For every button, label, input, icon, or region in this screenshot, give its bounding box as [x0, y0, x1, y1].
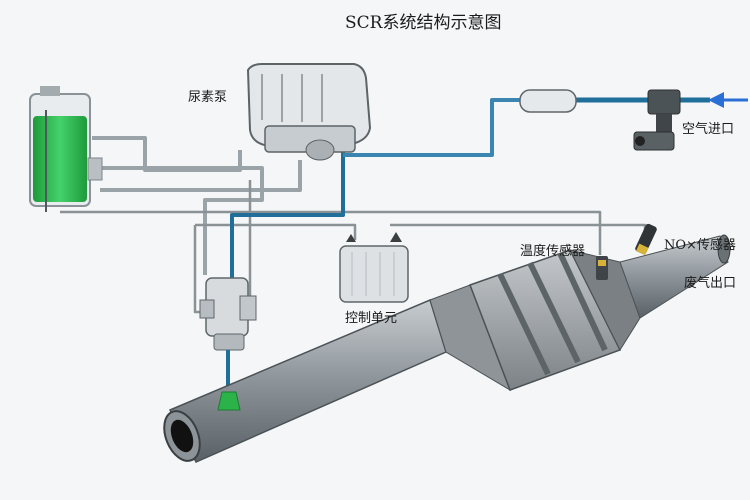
control-unit: [339, 232, 409, 303]
label-temperature-sensor: 温度传感器: [520, 244, 586, 259]
nox-sensor: [635, 223, 657, 256]
temperature-sensor: [596, 256, 608, 280]
label-urea-pump: 尿素泵: [188, 90, 228, 105]
urea-pump: [246, 63, 372, 161]
diagram-title: SCR系统结构示意图: [345, 13, 502, 33]
air-valve: [633, 89, 681, 151]
label-air-inlet: 空气进口: [682, 122, 735, 137]
air-canister: [519, 89, 577, 113]
injector-nozzle: [217, 391, 241, 411]
label-nox-sensor: NO×传感器: [664, 238, 736, 253]
dosing-valve: [199, 277, 257, 392]
connection-lines: [60, 97, 710, 392]
exhaust-system: [163, 234, 731, 463]
label-control-unit: 控制单元: [345, 311, 398, 326]
label-exhaust-outlet: 废气出口: [684, 276, 737, 291]
air-inlet-arrow: [708, 92, 748, 108]
urea-tank: [29, 86, 103, 212]
